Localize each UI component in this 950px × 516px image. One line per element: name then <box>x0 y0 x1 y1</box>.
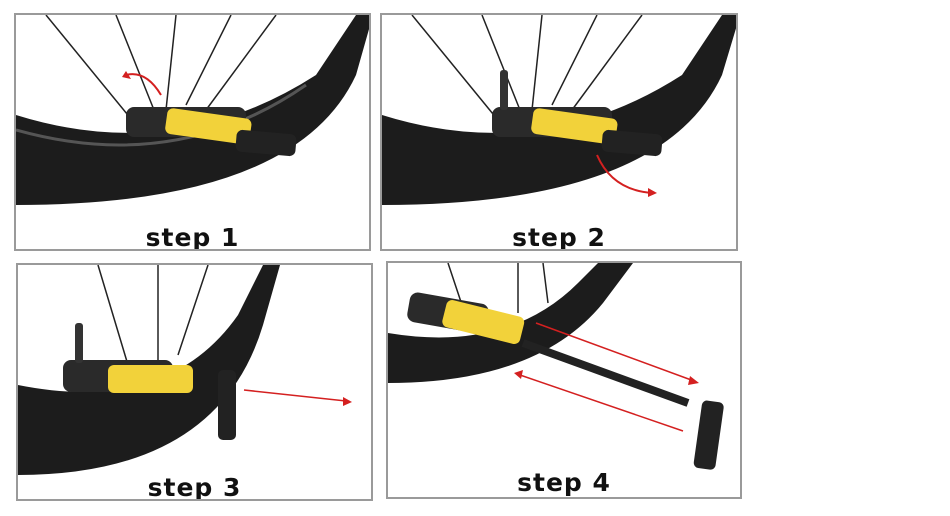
step-4-photo <box>388 263 724 470</box>
step-3-panel: step 3 <box>16 263 373 501</box>
step-4-panel: step 4 <box>386 261 742 499</box>
step-1-label: step 1 <box>145 223 240 251</box>
step-2-photo <box>382 15 736 205</box>
step-3-label: step 3 <box>147 473 242 501</box>
step-2-panel: step 2 <box>380 13 738 251</box>
step-3-photo <box>18 265 352 475</box>
step-2-label: step 2 <box>512 223 606 251</box>
step-1-photo <box>16 15 369 205</box>
step-1-panel: step 1 <box>14 13 371 251</box>
step-4-label: step 4 <box>517 468 611 497</box>
